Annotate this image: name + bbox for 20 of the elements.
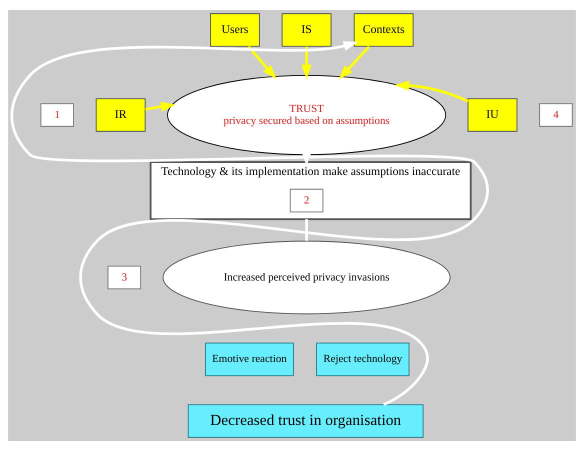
node-ellipse: Increased perceived privacy invasions [162,240,451,314]
node-box: IR [96,98,146,132]
node-box: Reject technology [316,342,410,376]
arrow [394,80,469,103]
node-box: IS [282,13,332,47]
node-box: 2 [290,188,324,212]
node-box: Contexts [354,13,414,47]
arrow [145,102,176,112]
node-box: IU [468,98,518,132]
node-box: 3 [108,266,142,290]
node-box: Users [210,13,260,47]
arrow [338,46,370,80]
node-box: 1 [40,103,74,127]
arrow [10,41,488,406]
connector [305,219,308,241]
node-box: Decreased trust in organisation [188,404,424,438]
node-box: 4 [539,103,573,127]
arrow [302,46,312,80]
node-box: Emotive reaction [205,342,294,376]
arrow [247,46,276,80]
